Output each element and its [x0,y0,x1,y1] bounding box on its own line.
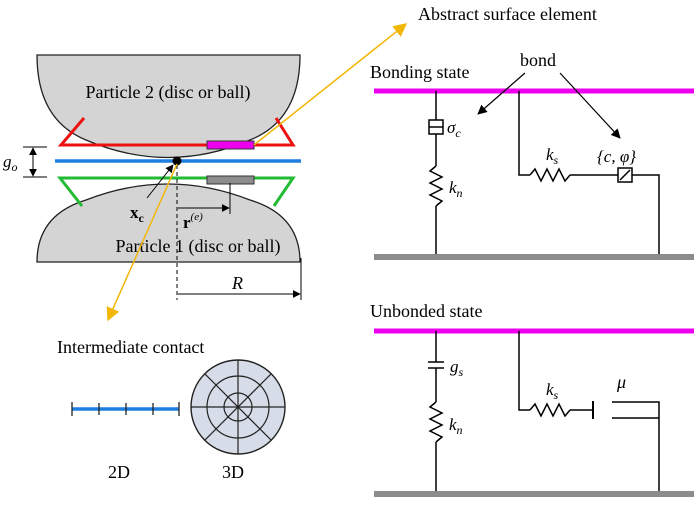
intermediate-contact-label: Intermediate contact [57,337,204,357]
c-phi-label: {c, φ} [597,147,636,166]
green-surface-outline [56,176,296,207]
radius-label: R [231,273,243,293]
bonding-normal-branch [428,91,444,254]
red-surface-outline [57,117,296,147]
particle-2-label: Particle 2 (disc or ball) [86,82,251,103]
bond-label: bond [520,50,556,70]
bonding-kn-label: kn [449,178,463,200]
contact-point-label: xc [130,203,145,225]
intermediate-contact-pointer [106,163,178,322]
particle-1-label: Particle 1 (disc or ball) [116,236,281,257]
sigma-c-label: σc [447,118,461,140]
surface-element-pointer [253,23,408,146]
surface-element-gray [206,175,255,185]
gs-label: gs [450,357,464,379]
unbonded-kn-label: kn [449,415,463,437]
unbonded-shear-branch [518,331,660,491]
surface-element-magenta [206,140,255,150]
particle-1 [36,183,301,263]
unbonded-normal-branch [428,331,444,491]
contact-point [172,156,182,166]
label-3d: 3D [222,462,244,482]
bonding-state-title: Bonding state [370,62,470,82]
bond-arrow-left [477,72,526,115]
bond-arrow-right [559,72,621,139]
unbonded-ks-label: ks [546,380,559,402]
gap-label: go [3,152,18,174]
contact-3d-disc [190,359,286,455]
abstract-surface-element-label: Abstract surface element [418,4,597,24]
r-vector-label: r(e) [183,211,203,232]
unbonded-state-title: Unbonded state [370,301,482,321]
mu-label: μ [616,372,626,392]
particle-2 [36,54,301,159]
label-2d: 2D [108,462,130,482]
contact-point-pointer [146,164,174,199]
contact-2d-line [71,402,180,416]
bonding-ks-label: ks [546,145,559,167]
bonding-shear-branch [518,91,660,254]
